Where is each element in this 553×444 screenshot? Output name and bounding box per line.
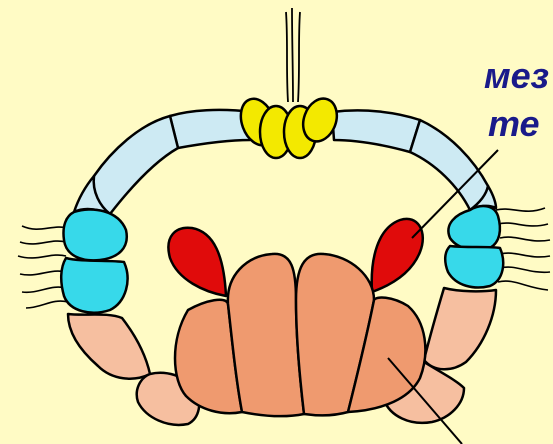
neural-fibers [286, 8, 300, 102]
mesoderm-pouch-right [372, 219, 423, 292]
cilia-left [18, 226, 68, 308]
label-line-2: те [488, 103, 540, 144]
endoderm-cell-2 [228, 254, 304, 416]
ectoderm-cell-dorsal-r1 [332, 110, 420, 152]
ectoderm-cell-ventral-l1 [68, 314, 150, 379]
mesoderm-pouch-left [168, 228, 226, 296]
ectoderm-cell-side-r1 [448, 206, 500, 250]
ectoderm-cell-ventral-r1 [424, 288, 496, 369]
ectoderm-cell-dorsal-l2 [93, 116, 178, 214]
neural-plate [235, 94, 343, 158]
ectoderm-cell-dorsal-r2 [410, 120, 488, 210]
ectoderm-cell-side-l1 [63, 209, 126, 260]
ectoderm-cell-side-l2 [61, 258, 127, 313]
label-line-1: мез [484, 55, 549, 96]
cilia-right [496, 208, 550, 290]
ectoderm-cell-side-r2 [445, 246, 503, 287]
